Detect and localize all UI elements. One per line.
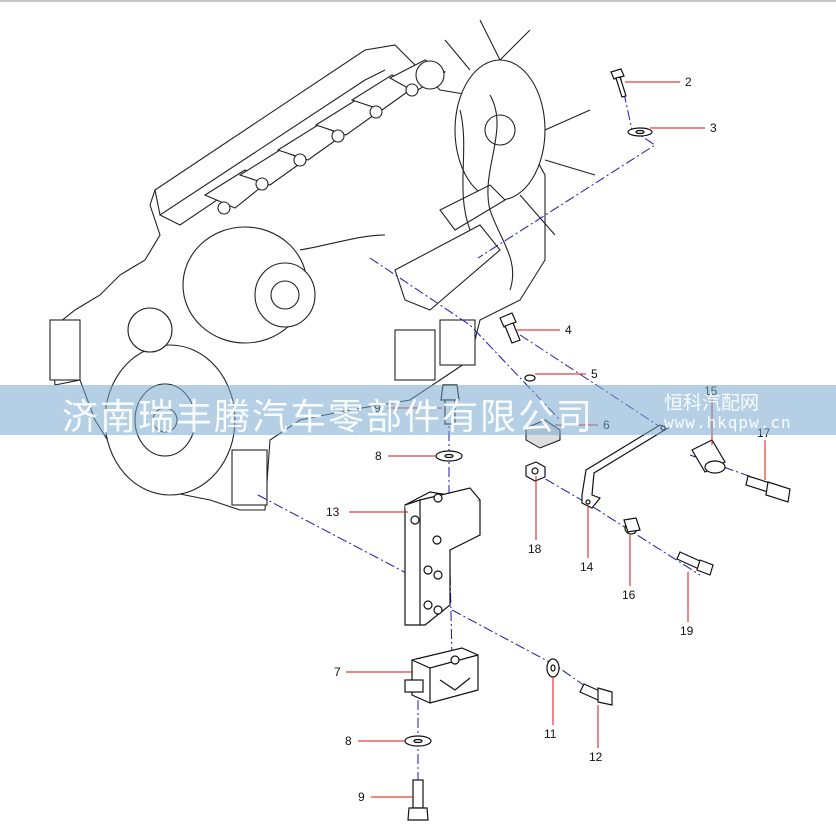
part-18-nut: [525, 461, 546, 482]
part-8b-washer: [404, 735, 432, 747]
part-3-washer: [627, 127, 653, 137]
part-2-bolt: [610, 68, 627, 98]
part-19-bolt: [676, 551, 714, 576]
callout-11: 11: [544, 727, 557, 741]
callout-3: 3: [710, 121, 717, 135]
callout-5: 5: [591, 367, 598, 381]
part-9b-bolt: [407, 779, 429, 821]
watermark-brand: 恒科汽配网: [664, 392, 760, 414]
top-border: [0, 0, 836, 2]
callout-8-lower: 8: [345, 734, 352, 748]
part-16-clamp: [623, 517, 641, 535]
callout-2: 2: [685, 75, 692, 89]
part-14-strap: [581, 424, 670, 509]
callout-8-upper: 8: [375, 449, 382, 463]
rocker-covers: [203, 59, 447, 215]
intake-manifold: [394, 94, 514, 381]
part-8a-washer: [435, 450, 463, 462]
part-4-sensor: [499, 312, 521, 344]
turbocharger: [182, 226, 386, 344]
part-11-washer: [546, 658, 560, 678]
cooling-fan: [415, 19, 596, 236]
callout-9-lower: 9: [358, 790, 365, 804]
part-12-bolt: [579, 683, 613, 706]
callout-14: 14: [580, 560, 594, 574]
callout-18: 18: [528, 542, 542, 556]
callout-12: 12: [589, 750, 603, 764]
watermark-company-name: 济南瑞丰腾汽车零部件有限公司: [62, 397, 595, 438]
callout-13: 13: [326, 505, 340, 519]
callout-4: 4: [565, 323, 572, 337]
part-17-bolt: [745, 475, 791, 503]
part-7-mount: [404, 647, 479, 704]
callout-19: 19: [680, 624, 694, 638]
watermark-url: www.hkqpw.cn: [664, 413, 792, 432]
callout-16: 16: [622, 588, 636, 602]
callout-7: 7: [334, 665, 341, 679]
watermark-banner: [0, 385, 836, 435]
part-5-clip: [524, 374, 536, 382]
part-15-spacer: [691, 439, 726, 474]
part-13-bracket: [404, 487, 481, 626]
